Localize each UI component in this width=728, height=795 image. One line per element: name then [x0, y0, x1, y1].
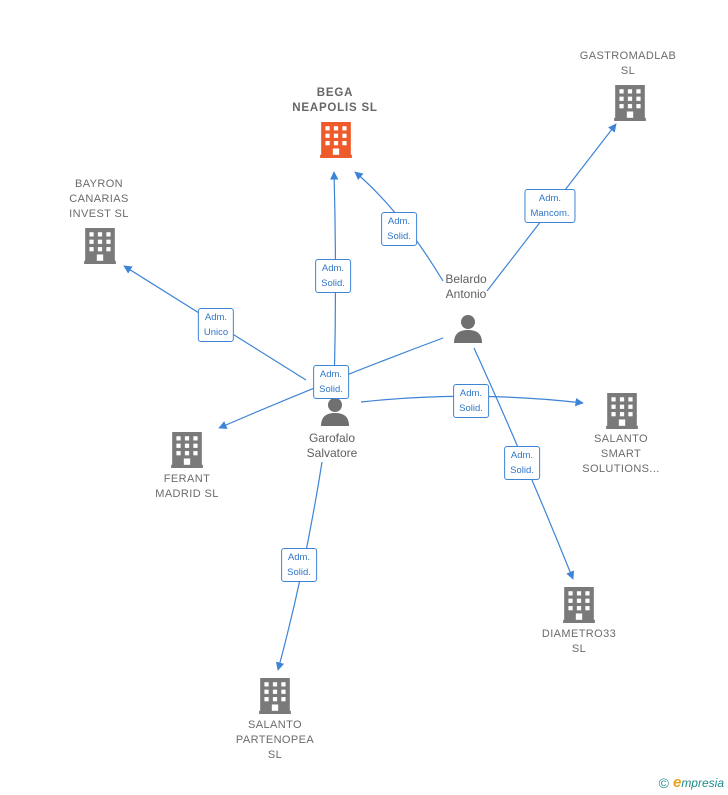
node-label-salanto-smart[interactable]: SALANTO SMART SOLUTIONS... — [582, 433, 660, 475]
bega-building-icon[interactable] — [320, 122, 352, 158]
belardo-person-icon[interactable] — [453, 313, 483, 343]
bayron-building-icon[interactable] — [84, 228, 116, 264]
relation-label-garofalo-bega[interactable]: Adm.Solid. — [315, 259, 351, 293]
node-label-bayron[interactable]: BAYRON CANARIAS INVEST SL — [69, 178, 129, 220]
garofalo-person-icon[interactable] — [320, 396, 350, 426]
relation-label-belardo-ferant[interactable]: Adm.Solid. — [313, 365, 349, 399]
copyright-icon: © — [658, 774, 669, 791]
node-label-belardo[interactable]: Belardo Antonio — [445, 272, 487, 301]
node-label-salanto-part[interactable]: SALANTO PARTENOPEA SL — [235, 719, 315, 761]
relation-label-belardo-bega[interactable]: Adm.Solid. — [381, 212, 417, 246]
relation-label-garofalo-salanto-part[interactable]: Adm.Solid. — [281, 548, 317, 582]
node-label-garofalo[interactable]: Garofalo Salvatore — [306, 431, 358, 460]
ferant-building-icon[interactable] — [171, 432, 203, 468]
node-label-bega[interactable]: BEGA NEAPOLIS SL — [292, 87, 378, 114]
node-label-diametro[interactable]: DIAMETRO33 SL — [541, 628, 617, 655]
salanto-part-building-icon[interactable] — [259, 678, 291, 714]
relation-label-belardo-diametro[interactable]: Adm.Solid. — [504, 446, 540, 480]
node-label-ferant[interactable]: FERANT MADRID SL — [155, 473, 219, 500]
relation-label-belardo-gastro[interactable]: Adm.Mancom. — [524, 189, 576, 223]
brand-footer: © empresia — [659, 774, 724, 791]
diametro-building-icon[interactable] — [563, 587, 595, 623]
relation-label-garofalo-salanto-smart[interactable]: Adm.Solid. — [453, 384, 489, 418]
brand-logo: empresia — [672, 774, 724, 791]
relation-label-garofalo-bayron[interactable]: Adm.Unico — [197, 308, 235, 342]
salanto-smart-building-icon[interactable] — [606, 393, 638, 429]
gastro-building-icon[interactable] — [614, 85, 646, 121]
node-label-gastromadlab[interactable]: GASTROMADLAB SL — [579, 50, 677, 77]
